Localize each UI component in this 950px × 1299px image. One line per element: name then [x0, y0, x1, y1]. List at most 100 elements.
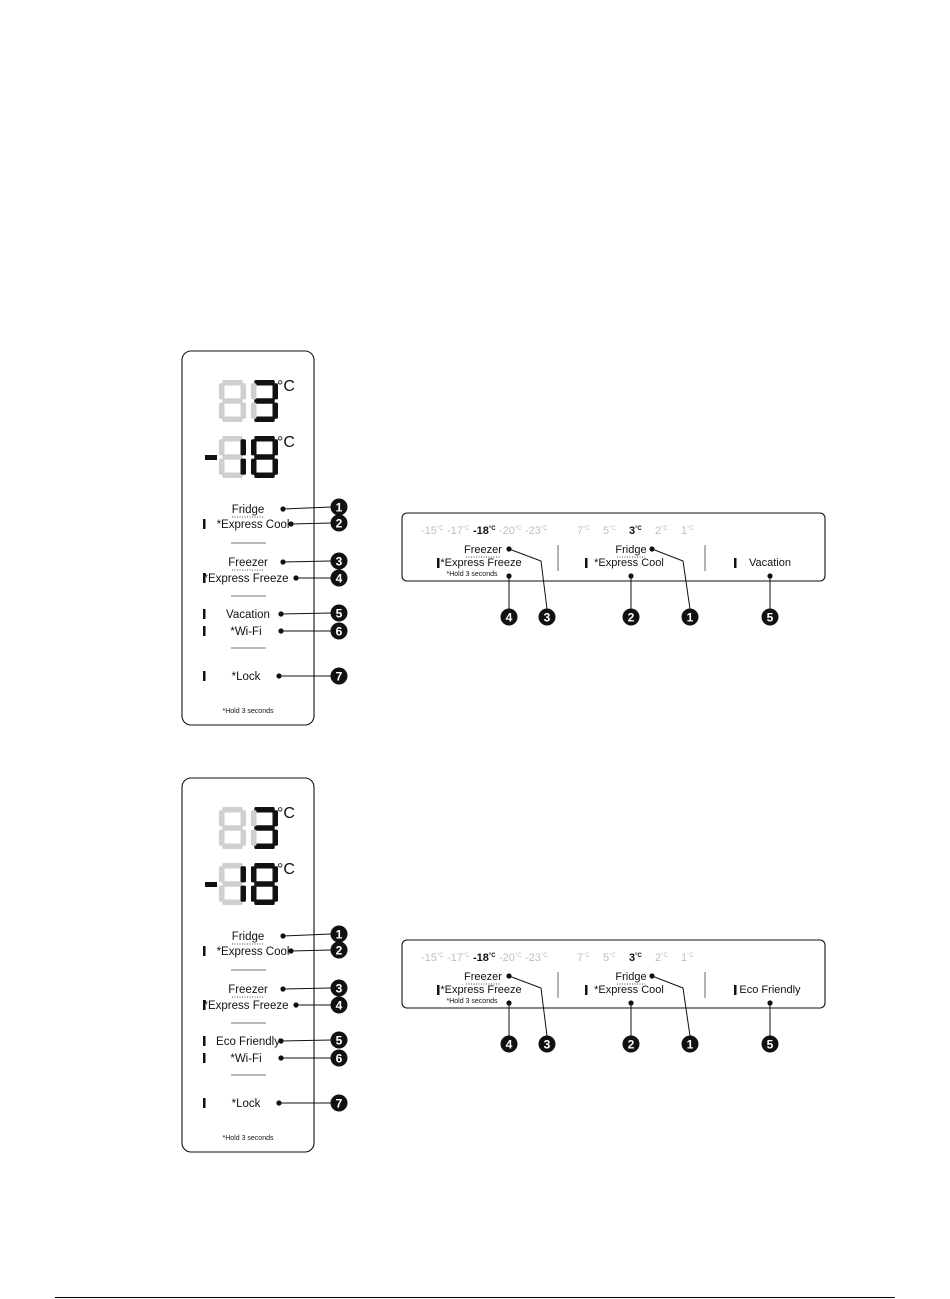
display-segment: [240, 810, 246, 827]
freezer-temp-unit: °C: [515, 953, 522, 959]
horizontal-callout-5-number: 5: [767, 1037, 774, 1051]
fridge-temp-option: 7°C: [577, 952, 591, 964]
callout-4-badge: [330, 996, 348, 1014]
leader-line: [282, 506, 332, 510]
fridge-temp-value: 5: [603, 952, 609, 964]
callout-5-number: 5: [336, 1033, 343, 1047]
status-indicator: [437, 985, 440, 995]
fridge-temp-value: 2: [655, 952, 661, 964]
leader-line: [280, 612, 332, 615]
display-segment: [272, 458, 278, 475]
freezer-temp-unit: °C: [489, 526, 496, 532]
callout-2-badge: [330, 941, 348, 959]
fridge-temp-option: 1°C: [681, 525, 695, 537]
display-segment: [272, 810, 278, 827]
freezer-temp-unit: °C: [463, 953, 470, 959]
button-label-4: *Express Freeze: [203, 1000, 288, 1012]
display-segment: [254, 863, 275, 869]
display-segment: [222, 380, 243, 386]
footer-rule: [55, 1297, 895, 1298]
button-label-4: *Express Freeze: [203, 573, 288, 585]
fridge-temp-unit: °C: [687, 953, 694, 959]
fridge-temp-unit: °C: [583, 526, 590, 532]
fridge-temp-value: 3: [629, 952, 635, 964]
leader-line: [290, 522, 332, 525]
callout-2-number: 2: [336, 943, 343, 957]
fridge-temp-value: 2: [655, 525, 661, 537]
horizontal-callout-5-badge: [761, 1035, 779, 1053]
vertical-panel-frame: [181, 777, 315, 1153]
vertical-panel-frame: [181, 350, 315, 726]
fridge-temp-unit: °C: [661, 526, 668, 532]
callout-1-badge: [330, 498, 348, 516]
horizontal-panel-frame: [401, 512, 826, 582]
fridge-temp-value: 7: [577, 952, 583, 964]
display-segment: [219, 458, 225, 475]
fridge-temp-value: 1: [681, 525, 687, 537]
leader-line: [282, 560, 332, 563]
display-segment: [222, 472, 243, 478]
horizontal-callout-1-badge: [681, 1035, 699, 1053]
callout-3-number: 3: [336, 981, 343, 995]
horizontal-callout-3-badge: [538, 608, 556, 626]
freezer-temp-option: -20°C: [499, 952, 522, 964]
freezer-degree-unit: °C: [277, 434, 295, 451]
button-label-6: *Wi-Fi: [230, 626, 261, 638]
display-segment: [222, 398, 243, 404]
callout-5-badge: [330, 1031, 348, 1049]
freezer-temp-value: -18: [473, 525, 489, 537]
display-segment: [251, 383, 257, 400]
freezer-label: Freezer: [464, 544, 502, 556]
button-label-7: *Lock: [232, 1098, 261, 1110]
fridge-temp-unit: °C: [635, 953, 642, 959]
fridge-degree-unit: °C: [277, 378, 295, 395]
fridge-temp-value: 1: [681, 952, 687, 964]
status-indicator: [203, 519, 206, 529]
freezer-temp-value: -15: [421, 952, 437, 964]
leader-line: [280, 1039, 332, 1042]
display-segment: [219, 829, 225, 846]
display-segment: [254, 472, 275, 478]
fridge-temp-option: 1°C: [681, 952, 695, 964]
horizontal-callout-2-badge: [622, 1035, 640, 1053]
display-segment: [240, 866, 246, 883]
freezer-temp-option: -15°C: [421, 525, 444, 537]
leader-line: [651, 548, 691, 610]
callout-2-badge: [330, 514, 348, 532]
horizontal-callout-3-badge: [538, 1035, 556, 1053]
status-indicator: [203, 1098, 206, 1108]
callout-1-number: 1: [336, 927, 343, 941]
callout-7-badge: [330, 1094, 348, 1112]
status-indicator: [585, 985, 588, 995]
freezer-temp-value: -23: [525, 952, 541, 964]
status-indicator: [585, 558, 588, 568]
status-indicator: [203, 1036, 206, 1046]
freezer-temp-option: -23°C: [525, 525, 548, 537]
leader-line: [282, 987, 332, 990]
display-segment: [222, 416, 243, 422]
fridge-temp-value: 3: [629, 525, 635, 537]
status-indicator: [203, 1053, 206, 1063]
callout-7-number: 7: [336, 669, 343, 683]
display-segment: [240, 458, 246, 475]
horizontal-callout-4-number: 4: [506, 1037, 513, 1051]
fridge-temp-unit: °C: [583, 953, 590, 959]
callout-3-badge: [330, 979, 348, 997]
display-segment: [272, 402, 278, 419]
status-indicator: [203, 946, 206, 956]
fridge-temp-option: 5°C: [603, 525, 617, 537]
hold-note: *Hold 3 seconds: [447, 998, 498, 1005]
callout-5-badge: [330, 604, 348, 622]
callout-4-number: 4: [336, 998, 343, 1012]
leader-line: [282, 933, 332, 937]
express-cool-label: *Express Cool: [594, 984, 664, 996]
horizontal-callout-3-number: 3: [544, 610, 551, 624]
callout-7-number: 7: [336, 1096, 343, 1110]
fridge-temp-unit: °C: [609, 953, 616, 959]
display-segment: [251, 885, 257, 902]
horizontal-callout-2-badge: [622, 608, 640, 626]
button-label-3: Freezer: [228, 984, 268, 996]
